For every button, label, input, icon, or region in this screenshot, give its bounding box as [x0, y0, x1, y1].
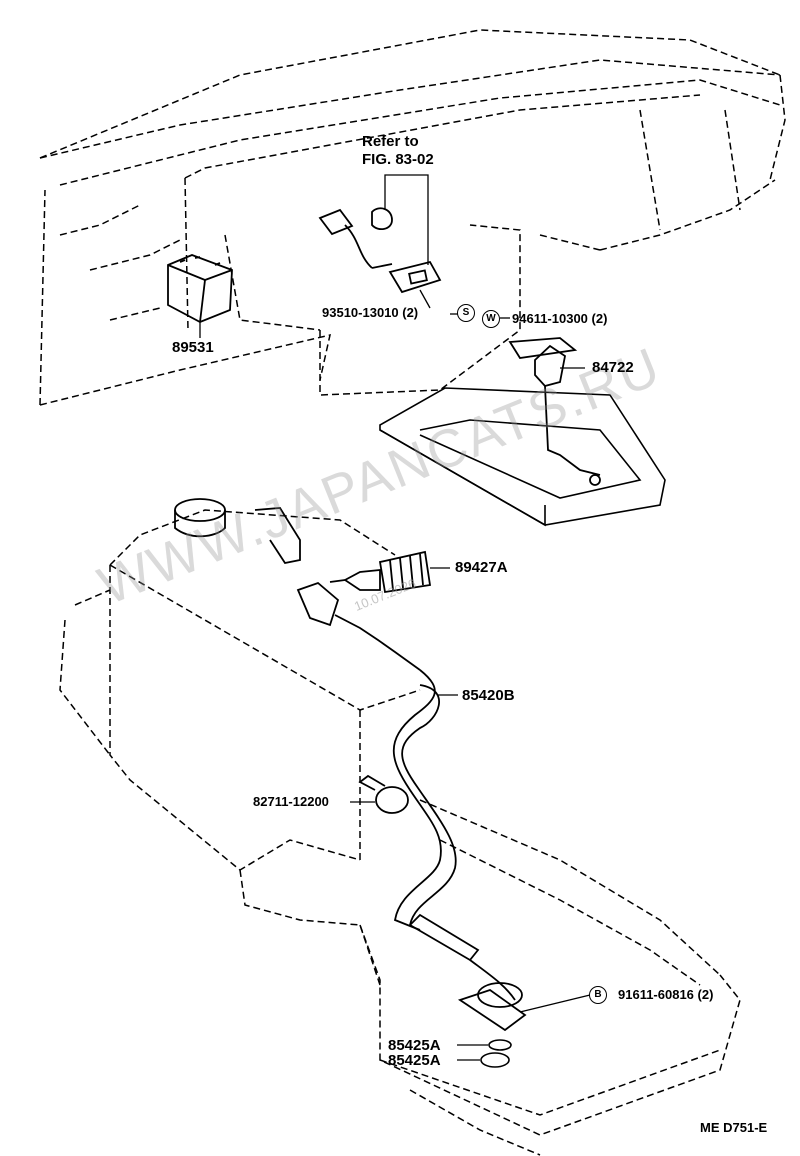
part-label-93510: 93510-13010 (2): [322, 305, 419, 320]
console-tray: [379, 387, 666, 527]
dashboard-outline: [39, 29, 786, 406]
part-label-94611: 94611-10300 (2): [512, 311, 608, 326]
orings-85425A: [480, 1039, 512, 1068]
part-label-89427A: 89427A: [455, 559, 508, 576]
part-label-84722: 84722: [592, 359, 634, 376]
part-label-89531: 89531: [172, 339, 214, 356]
indicator-lamp: [318, 207, 442, 294]
figure-code: ME D751-E: [700, 1120, 768, 1135]
part-label-85420B: 85420B: [462, 687, 515, 704]
marker-w: W: [482, 310, 500, 328]
marker-s: S: [457, 304, 475, 322]
part-label-85425A-2: 85425A: [388, 1052, 441, 1069]
marker-b: B: [589, 986, 607, 1004]
part-label-82711: 82711-12200: [253, 794, 329, 809]
switch-84722: [508, 337, 601, 486]
engine-block-outline: [59, 509, 741, 1156]
sensor-89427A: [329, 550, 432, 594]
cable-85420B: [296, 581, 527, 1032]
relay-89531: [167, 254, 233, 323]
engine-cap: [174, 498, 301, 565]
part-label-85425A-1: 85425A: [388, 1037, 441, 1054]
refer-note-line2: FIG. 83-02: [362, 151, 434, 168]
refer-note-line1: Refer to: [362, 133, 419, 150]
part-label-91611: 91611-60816 (2): [618, 987, 714, 1002]
clamp-82711: [358, 774, 409, 814]
